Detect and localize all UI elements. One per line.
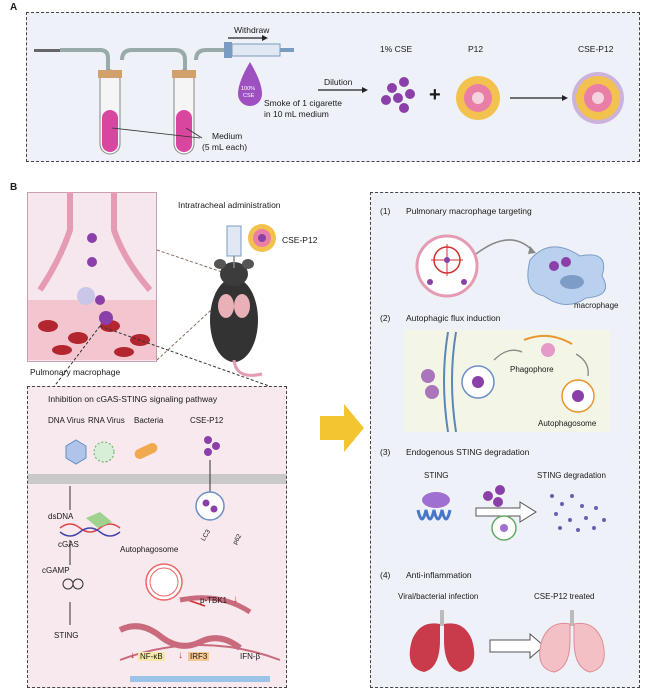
smoke-apparatus — [34, 35, 624, 155]
ptbk1-label: p-TBK1 — [200, 596, 228, 605]
autophagosome-label: Autophagosome — [120, 545, 179, 554]
mechanism-4-title: Anti-inflammation — [406, 570, 472, 580]
pulmonary-macrophage-label: Pulmonary macrophage — [30, 367, 121, 377]
cse-p12-mouse-label: CSE-P12 — [282, 235, 318, 245]
ptbk1-down-arrow: ↓ — [233, 594, 238, 605]
bacteria-label: Bacteria — [134, 416, 164, 425]
mechanism-1-sub: macrophage — [574, 301, 619, 310]
mechanism-4-sub: Viral/bacterial infection — [398, 592, 479, 601]
rna-virus-label: RNA Virus — [88, 416, 125, 425]
mechanism-1-number: (1) — [380, 206, 391, 216]
cgas-label: cGAS — [58, 540, 79, 549]
drop-label-1: 100% — [241, 86, 256, 92]
mechanism-2-title: Autophagic flux induction — [406, 313, 501, 323]
mechanism-1-title: Pulmonary macrophage targeting — [406, 206, 532, 216]
medium-label-1: Medium — [212, 131, 243, 141]
mechanism-2-sub2: Autophagosome — [538, 419, 597, 428]
inhibition-title: Inhibition on cGAS-STING signaling pathw… — [48, 394, 218, 404]
ifnb-label: IFN-β — [240, 652, 261, 661]
mechanism-4-sub2: CSE-P12 treated — [534, 592, 595, 601]
cse-p12-label: CSE-P12 — [578, 44, 614, 54]
inhibition-frame — [27, 386, 287, 688]
mechanism-4-number: (4) — [380, 570, 391, 580]
plus-sign: + — [429, 84, 441, 106]
mechanism-2-sub: Phagophore — [510, 365, 554, 374]
withdraw-label: Withdraw — [234, 25, 270, 35]
dsdna-label: dsDNA — [48, 512, 74, 521]
dilution-label: Dilution — [324, 77, 353, 87]
smoke-text-2: in 10 mL medium — [264, 109, 329, 119]
mechanism-3-sub: STING — [424, 471, 449, 480]
sting-label: STING — [54, 631, 79, 640]
medium-label-2: (5 mL each) — [202, 142, 248, 152]
irf3-label: IRF3 — [188, 652, 210, 661]
nfkb-down-arrow: ↓ — [130, 650, 135, 661]
nfkb-label: NF-κB — [138, 652, 165, 661]
cse-p12-pathway-label: CSE-P12 — [190, 416, 224, 425]
p12-label: P12 — [468, 44, 484, 54]
mechanism-3-title: Endogenous STING degradation — [406, 447, 530, 457]
panel-b-letter: B — [10, 182, 18, 193]
dna-virus-label: DNA Virus — [48, 416, 85, 425]
alveolus-drawing — [28, 192, 364, 452]
mechanism-2-number: (2) — [380, 313, 391, 323]
cse-label: 1% CSE — [380, 44, 413, 54]
mechanism-3-number: (3) — [380, 447, 391, 457]
cgamp-label: cGAMP — [42, 566, 70, 575]
mechanism-3-sub2: STING degradation — [537, 471, 606, 480]
panel-a-letter: A — [10, 2, 18, 13]
panel-a-frame — [26, 12, 640, 162]
drop-label-2: CSE — [243, 93, 255, 99]
intratracheal-label: Intratracheal administration — [178, 200, 281, 210]
smoke-text-1: Smoke of 1 cigarette — [264, 98, 342, 108]
irf3-down-arrow: ↓ — [178, 650, 183, 661]
